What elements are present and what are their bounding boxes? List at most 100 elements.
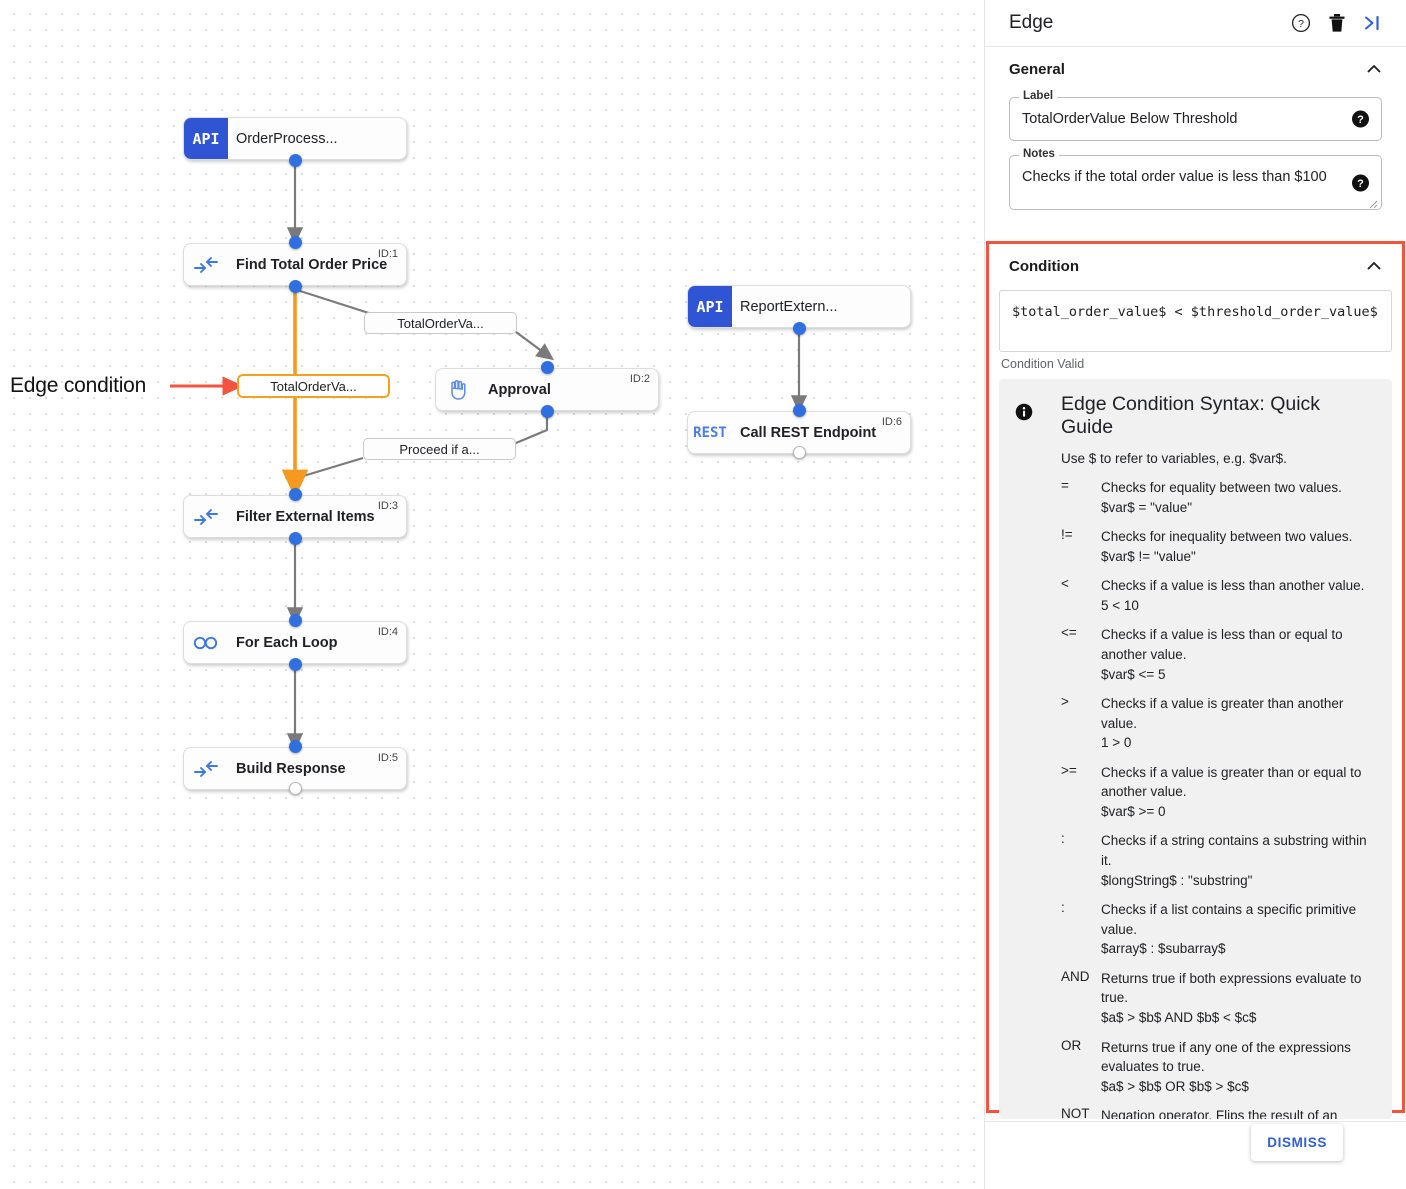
port-in-build[interactable] [289,740,302,753]
operator-symbol: NOT [1061,1106,1090,1119]
notes-field-legend: Notes [1019,148,1059,160]
operator-description-text: Checks if a list contains a specific pri… [1101,902,1357,937]
edge-label-totalordervalue-selected[interactable]: TotalOrderVa... [237,374,390,398]
port-out-filter[interactable] [289,532,302,545]
operator-row: <=Checks if a value is less than or equa… [1061,625,1376,684]
node-label: Build Response [236,760,346,777]
collapse-panel-icon[interactable] [1358,8,1388,38]
node-id-tag: ID:5 [377,752,398,764]
node-build-response[interactable]: Build Response ID:5 [183,747,407,790]
node-label: For Each Loop [236,634,338,651]
hand-icon [436,369,480,410]
syntax-guide-title: Edge Condition Syntax: Quick Guide [1061,393,1321,438]
flow-canvas[interactable]: Edge condition API OrderProcess... Find … [0,0,983,1189]
operator-row: NOT Negation operator. Flips the result o… [1061,1106,1376,1119]
api-badge-icon: API [184,118,228,159]
label-field-value: TotalOrderValue Below Threshold [1022,111,1238,127]
node-id-tag: ID:3 [377,500,398,512]
operator-description: Checks if a value is less than or equal … [1101,625,1376,684]
node-orderprocess[interactable]: API OrderProcess... [183,117,407,160]
port-in-foreach[interactable] [289,614,302,627]
node-call-rest-endpoint[interactable]: REST Call REST Endpoint ID:6 [687,411,911,454]
notes-help-icon[interactable]: ? [1352,174,1369,191]
dismiss-button[interactable]: DISMISS [1251,1124,1343,1161]
port-out-find-total[interactable] [289,280,302,293]
operator-description: Negation operator. Flips the result of a… [1101,1106,1376,1119]
node-reportextern[interactable]: API ReportExtern... [687,285,911,328]
operator-symbol: AND [1061,968,1090,984]
condition-section-header[interactable]: Condition [989,244,1402,288]
node-filter-external-items[interactable]: Filter External Items ID:3 [183,495,407,538]
port-in-approval[interactable] [541,361,554,374]
condition-expression-input[interactable]: $total_order_value$ < $threshold_order_v… [999,290,1392,352]
port-out-callrest[interactable] [793,446,806,459]
operator-symbol: : [1061,900,1065,916]
port-out-foreach[interactable] [289,658,302,671]
operator-description: Returns true if any one of the expressio… [1101,1038,1376,1097]
operator-row: >Checks if a value is greater than anoth… [1061,694,1376,753]
delete-icon[interactable] [1322,8,1352,38]
port-in-find-total[interactable] [289,236,302,249]
operator-row: !=Checks for inequality between two valu… [1061,527,1376,566]
panel-footer [985,1121,1406,1189]
operator-description: Returns true if both expressions evaluat… [1101,969,1376,1028]
syntax-guide-intro: Use $ to refer to variables, e.g. $var$. [1061,451,1287,466]
chevron-up-icon[interactable] [1366,61,1382,77]
edge-label-totalordervalue-top[interactable]: TotalOrderVa... [364,312,517,334]
operator-example: $var$ >= 0 [1101,803,1166,819]
operator-row: AND Returns true if both expressions eval… [1061,969,1376,1028]
label-field-legend: Label [1019,90,1058,102]
node-label: OrderProcess... [236,130,338,147]
label-help-icon[interactable]: ? [1352,110,1369,128]
notes-field-value: Checks if the total order value is less … [1022,169,1327,185]
operator-list: =Checks for equality between two values.… [1061,478,1376,1119]
node-id-tag: ID:6 [881,416,902,428]
label-field[interactable]: Label TotalOrderValue Below Threshold ? [1009,90,1382,141]
general-section-header[interactable]: General [999,47,1392,91]
operator-row: <Checks if a value is less than another … [1061,576,1376,615]
operator-symbol: OR [1061,1037,1082,1053]
condition-section: Condition $total_order_value$ < $thresho… [986,241,1405,1119]
operator-description-text: Checks if a string contains a substring … [1101,833,1367,868]
operator-row: : Checks if a list contains a specific pr… [1061,900,1376,959]
operator-description-text: Checks if a value is greater than or equ… [1101,764,1362,800]
operator-description: Checks for equality between two values.$… [1101,478,1376,517]
operator-description: Checks if a string contains a substring … [1101,831,1376,890]
node-id-tag: ID:2 [629,373,650,385]
operator-description: Checks if a value is greater than anothe… [1101,694,1376,753]
node-label: Call REST Endpoint [740,424,877,441]
operator-description-text: Negation operator. Flips the result of a… [1101,1108,1338,1119]
operator-example: $array$ : $subarray$ [1101,941,1226,957]
port-in-filter[interactable] [289,488,302,501]
port-out-build[interactable] [289,782,302,795]
condition-status-text: Condition Valid [1001,357,1085,371]
operator-description: Checks if a list contains a specific pri… [1101,900,1376,959]
operator-description-text: Checks for equality between two values. [1101,480,1342,495]
operator-example: $var$ != "value" [1101,548,1196,564]
port-in-callrest[interactable] [793,404,806,417]
operator-description: Checks for inequality between two values… [1101,527,1376,566]
operator-example: $a$ > $b$ OR $b$ > $c$ [1101,1078,1249,1094]
port-out-orderprocess[interactable] [289,154,302,167]
operator-example: $longString$ : "substring" [1101,872,1253,888]
notes-resize-handle[interactable] [1368,197,1378,209]
notes-field[interactable]: Notes Checks if the total order value is… [1009,148,1382,210]
chevron-up-icon[interactable] [1366,258,1382,274]
rest-badge-icon: REST [693,424,727,441]
operator-row: =Checks for equality between two values.… [1061,478,1376,517]
edge-connectors [170,162,808,751]
help-icon[interactable]: ? [1286,8,1316,38]
svg-text:?: ? [1357,177,1364,189]
syntax-guide-panel: Edge Condition Syntax: Quick Guide Use $… [999,379,1392,1119]
edge-label-proceed-if[interactable]: Proceed if a... [363,438,516,460]
general-section-title: General [1009,60,1065,78]
port-out-reportextern[interactable] [793,322,806,335]
operator-description-text: Checks for inequality between two values… [1101,529,1353,545]
operator-row: :Checks if a string contains a substring… [1061,831,1376,890]
operator-description-text: Returns true if both expressions evaluat… [1101,970,1362,1006]
operator-row: >=Checks if a value is greater than or e… [1061,763,1376,822]
operator-example: 1 > 0 [1101,735,1132,751]
loop-infinity-icon [184,622,228,663]
panel-header: Edge ? [985,0,1406,47]
port-out-approval[interactable] [541,405,554,418]
